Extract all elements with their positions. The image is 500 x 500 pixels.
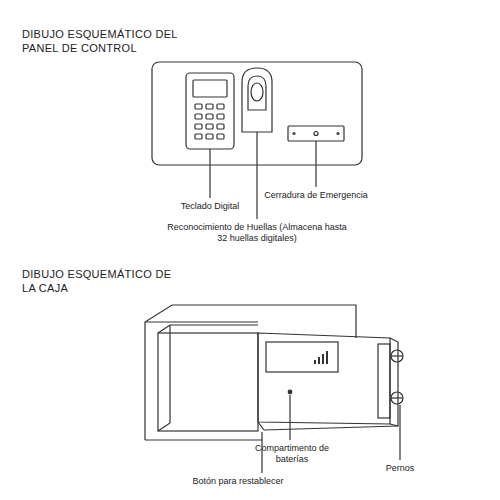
leader-line bbox=[399, 405, 400, 460]
safe-opening bbox=[158, 333, 258, 431]
fingerprint-reader bbox=[242, 68, 272, 132]
keypad-key bbox=[206, 124, 213, 129]
bolt-line bbox=[391, 397, 403, 398]
keypad-key bbox=[195, 134, 202, 139]
safe-body bbox=[145, 305, 356, 440]
keypad-key bbox=[195, 114, 202, 119]
part-label: Compartimento de baterías bbox=[252, 443, 332, 466]
keypad-key bbox=[206, 104, 213, 109]
part-label: Teclado Digital bbox=[155, 201, 265, 212]
lcd-screen bbox=[193, 80, 227, 97]
keypad-key bbox=[217, 104, 224, 109]
lock-screw bbox=[293, 133, 295, 135]
keypad-key bbox=[195, 104, 202, 109]
part-label: Pernos bbox=[370, 463, 430, 474]
safe-door bbox=[258, 333, 390, 424]
signal-bars bbox=[314, 351, 328, 364]
leader-line bbox=[209, 149, 210, 198]
part-label: Reconocimiento de Huellas (Almacena hast… bbox=[166, 222, 348, 245]
keypad-housing bbox=[186, 73, 234, 149]
leader-line bbox=[315, 141, 316, 187]
leader-line bbox=[256, 132, 257, 219]
fingerprint-window bbox=[248, 76, 266, 110]
keypad-key bbox=[195, 124, 202, 129]
part-label: Botón para restablecer bbox=[173, 476, 303, 487]
keypad-keys bbox=[195, 104, 224, 139]
emergency-lock bbox=[288, 126, 344, 141]
lock-screw bbox=[337, 133, 339, 135]
safe-interior bbox=[158, 423, 170, 431]
door-edge-plate bbox=[378, 344, 390, 418]
fingerprint-sensor bbox=[251, 83, 263, 101]
reset-button bbox=[288, 390, 292, 394]
section-heading: DIBUJO ESQUEMÁTICO DE LA CAJA bbox=[22, 268, 172, 296]
safe-body-edge bbox=[145, 439, 262, 440]
section-heading: DIBUJO ESQUEMÁTICO DEL PANEL DE CONTROL bbox=[22, 28, 200, 56]
door-thickness bbox=[258, 422, 264, 430]
keypad-key bbox=[206, 134, 213, 139]
safe-interior bbox=[158, 325, 258, 333]
battery-compartment bbox=[266, 342, 338, 372]
safe-body-edge bbox=[145, 321, 258, 322]
part-label: Cerradura de Emergencia bbox=[251, 190, 381, 201]
keypad-key bbox=[217, 134, 224, 139]
bolt bbox=[391, 350, 403, 362]
door-thickness bbox=[264, 426, 398, 430]
leader-line bbox=[289, 395, 290, 440]
bolt-line bbox=[391, 355, 403, 356]
safe-interior bbox=[169, 325, 170, 423]
bolt bbox=[391, 392, 403, 404]
lock-keyhole bbox=[314, 132, 318, 136]
keypad-key bbox=[217, 124, 224, 129]
keypad-key bbox=[206, 114, 213, 119]
keypad-key bbox=[217, 114, 224, 119]
